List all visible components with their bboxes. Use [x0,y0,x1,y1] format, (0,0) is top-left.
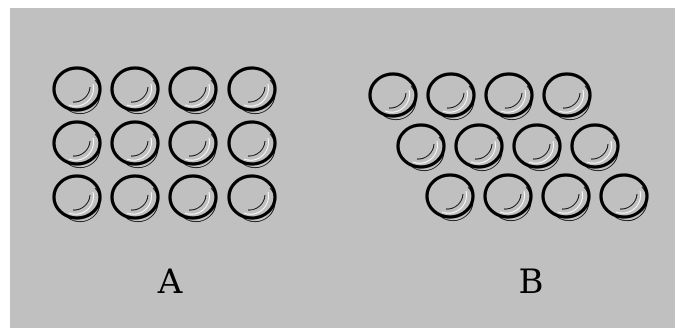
panel-b-label: B [519,262,544,302]
panel-a-label: A [157,262,183,302]
diagram-background [10,8,675,328]
